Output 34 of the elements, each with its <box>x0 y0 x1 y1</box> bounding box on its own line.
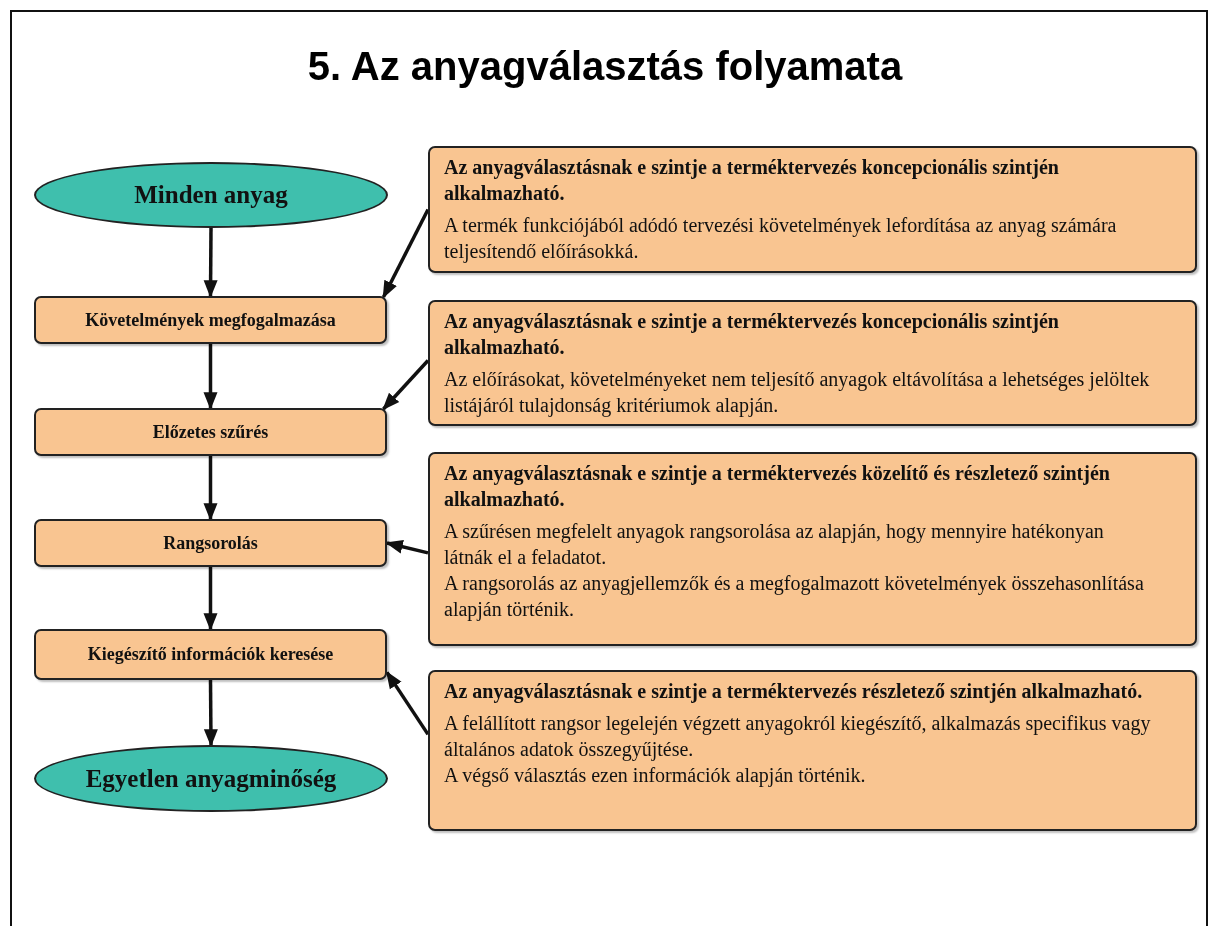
description-box <box>428 300 1197 426</box>
node-label: Minden anyag <box>134 181 288 209</box>
box-text: A rangsorolás az anyagjellemzők és a megfogalmazott követelmények összehasonlítása alapján történik. <box>444 571 1145 622</box>
box-heading: Az anyagválasztásnak e szintje a terméktervezés közelítő és részletező szintjén alkalmazható. <box>444 461 1111 512</box>
box-text: Az előírásokat, követelményeket nem teljesítő anyagok eltávolítása a lehetséges jelöltek listájáról tulajdonság kritériumok alapján. <box>444 367 1151 418</box>
arrow <box>385 539 429 555</box>
arrow <box>203 456 218 521</box>
arrow <box>385 670 430 736</box>
description-box <box>428 452 1197 646</box>
node-label: Rangsorolás <box>163 532 258 554</box>
box-text: A termék funkciójából adódó tervezési követelmények lefordítása az anyag számára teljesítendő előírásokká. <box>444 213 1118 264</box>
process-box <box>34 296 387 344</box>
arrow <box>203 680 218 747</box>
process-box <box>34 519 387 567</box>
description-box <box>428 146 1197 273</box>
title: 5. Az anyagválasztás folyamata <box>306 44 904 89</box>
process-box <box>34 629 387 680</box>
arrow <box>381 208 430 299</box>
box-text: A szűrésen megfelelt anyagok rangsorolása az alapján, hogy mennyire hatékonyan látnák el a feladatot. <box>444 519 1105 570</box>
box-text: A végső választás ezen információk alapján történik. <box>444 763 867 788</box>
arrow <box>203 344 218 410</box>
node-label: Követelmények megfogalmazása <box>85 309 336 331</box>
node-label: Előzetes szűrés <box>152 421 269 443</box>
arrow <box>203 228 218 298</box>
description-box <box>428 670 1197 831</box>
arrow <box>382 359 430 411</box>
box-heading: Az anyagválasztásnak e szintje a terméktervezés részletező szintjén alkalmazható. <box>444 679 1144 704</box>
node-label: Egyetlen anyagminőség <box>85 764 337 793</box>
box-text: A felállított rangsor legelején végzett anyagokról kiegészítő, alkalmazás specifikus vagy általános adatok összegyűjtése. <box>444 711 1152 762</box>
process-box <box>34 408 387 456</box>
node-label: Kiegészítő információk keresése <box>87 644 334 665</box>
box-heading: Az anyagválasztásnak e szintje a terméktervezés koncepcionális szintjén alkalmazható. <box>444 155 1060 206</box>
arrow <box>203 567 218 631</box>
box-heading: Az anyagválasztásnak e szintje a terméktervezés koncepcionális szintjén alkalmazható. <box>444 309 1060 360</box>
